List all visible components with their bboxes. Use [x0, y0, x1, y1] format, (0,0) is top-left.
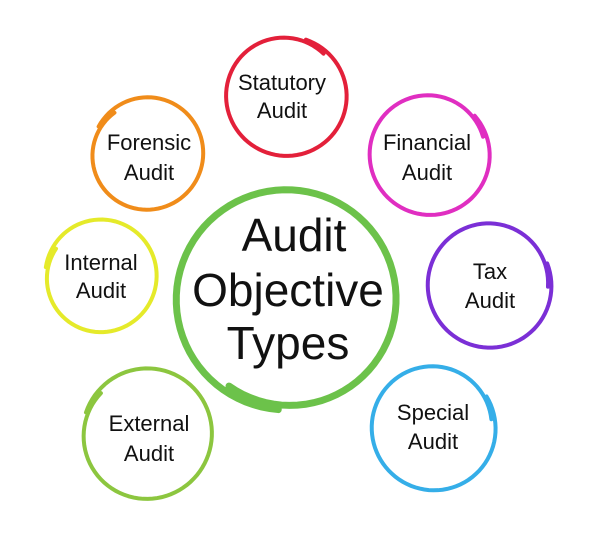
- label-external-line-2: Audit: [124, 441, 174, 466]
- label-tax-line-1: Tax: [473, 259, 507, 284]
- center-node: Audit Objective Types: [172, 186, 400, 414]
- ring-statutory: [224, 35, 349, 158]
- node-statutory-audit: Statutory Audit: [224, 35, 349, 158]
- node-special-audit: Special Audit: [369, 364, 498, 493]
- label-forensic-line-1: Forensic: [107, 130, 191, 155]
- label-special-line-1: Special: [397, 400, 469, 425]
- ring-financial: [367, 93, 492, 217]
- node-internal-audit: Internal Audit: [43, 217, 159, 335]
- ring-forensic: [90, 95, 206, 212]
- node-external-audit: External Audit: [81, 366, 214, 501]
- label-special-line-2: Audit: [408, 429, 458, 454]
- node-tax-audit: Tax Audit: [425, 221, 554, 350]
- ring-special: [369, 364, 498, 493]
- ring-internal: [43, 217, 159, 335]
- ring-tax: [425, 221, 554, 350]
- center-label-line-1: Audit: [242, 209, 347, 261]
- center-label-line-3: Types: [227, 317, 350, 369]
- label-internal-line-1: Internal: [64, 250, 137, 275]
- label-forensic-line-2: Audit: [124, 160, 174, 185]
- label-internal-line-2: Audit: [76, 278, 126, 303]
- label-statutory-line-2: Audit: [257, 98, 307, 123]
- label-tax-line-2: Audit: [465, 288, 515, 313]
- center-label-line-2: Objective: [192, 264, 384, 316]
- node-forensic-audit: Forensic Audit: [90, 95, 206, 212]
- label-financial-line-1: Financial: [383, 130, 471, 155]
- label-financial-line-2: Audit: [402, 160, 452, 185]
- label-statutory-line-1: Statutory: [238, 70, 326, 95]
- label-external-line-1: External: [109, 411, 190, 436]
- ring-external: [81, 366, 214, 501]
- node-financial-audit: Financial Audit: [367, 93, 492, 217]
- center-ring: [172, 186, 400, 414]
